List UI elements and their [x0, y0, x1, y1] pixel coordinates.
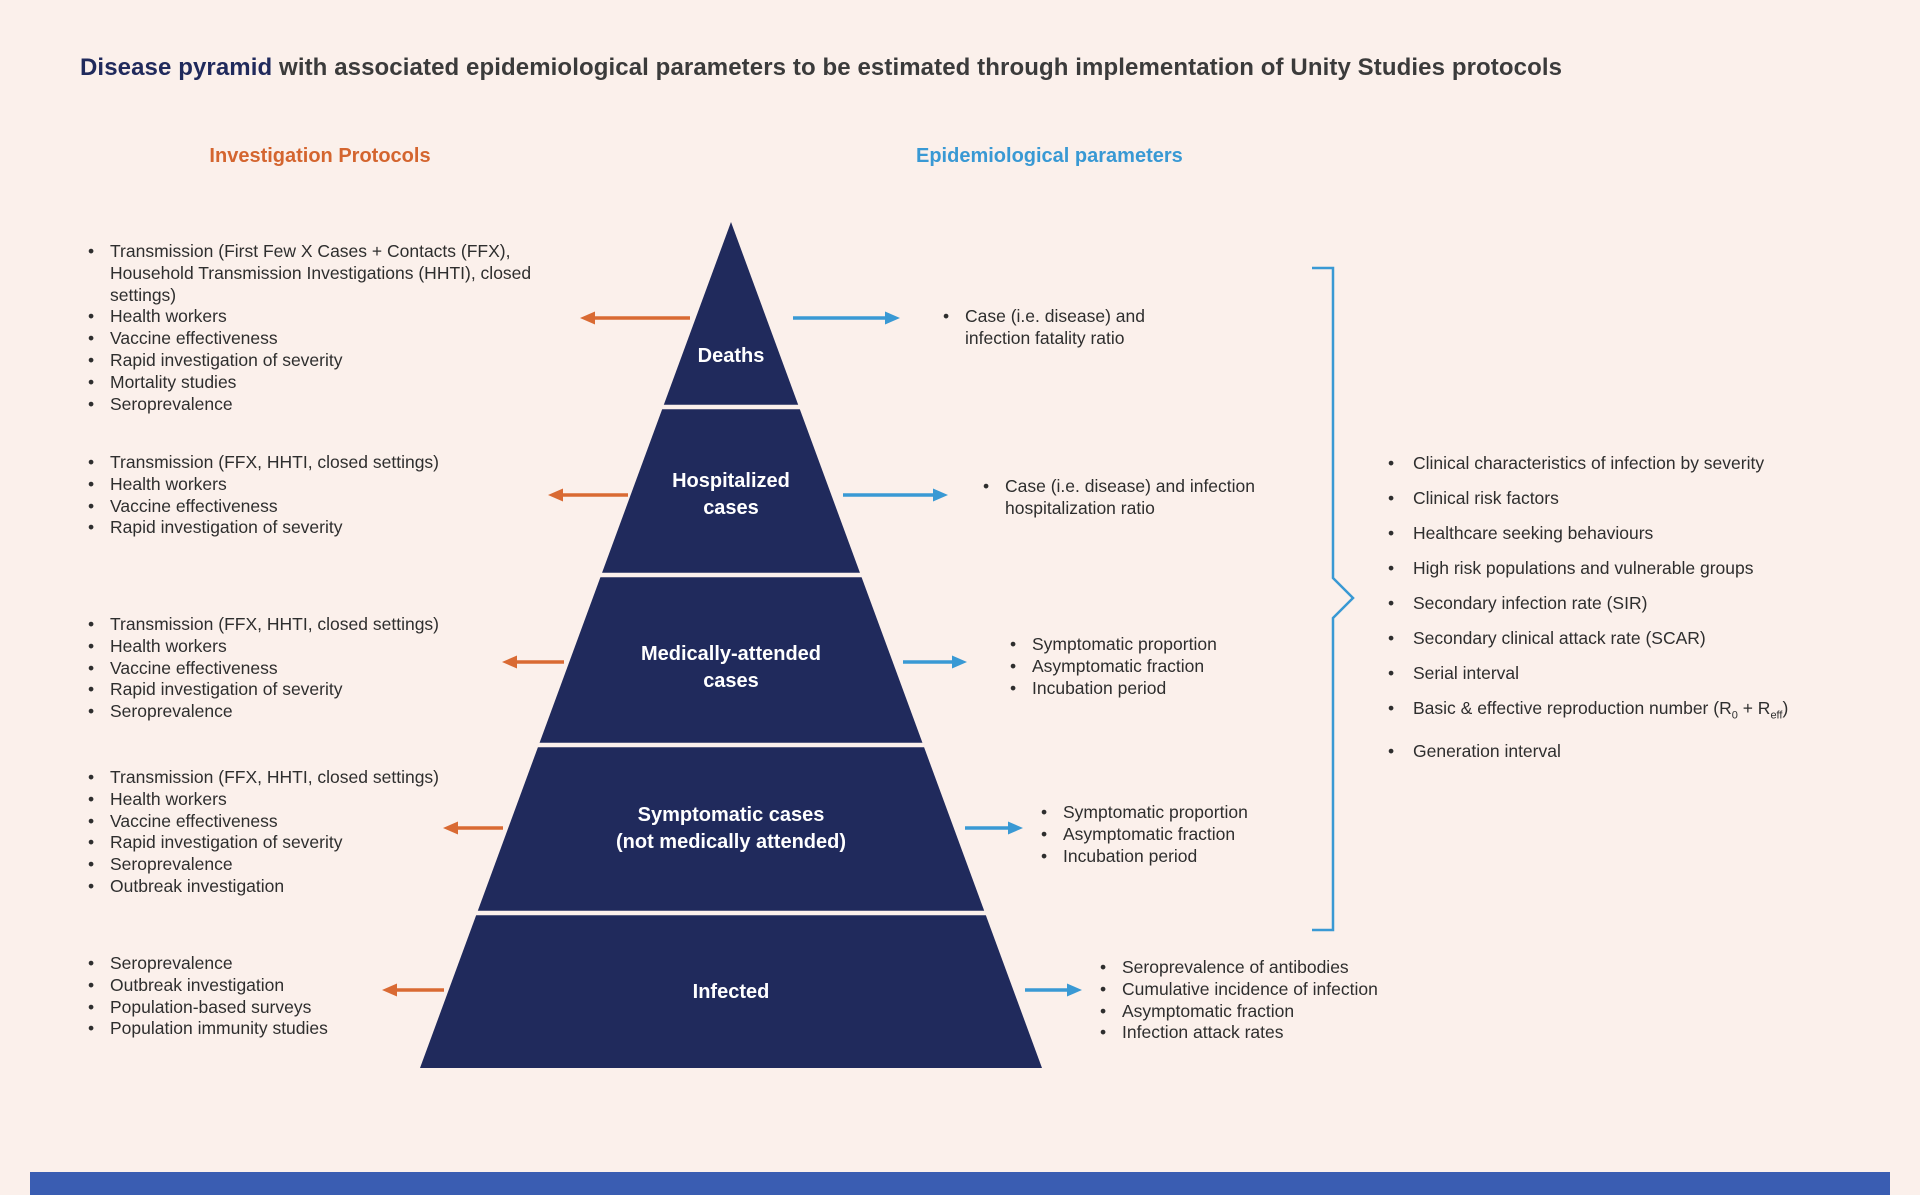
list-item: Rapid investigation of severity [88, 350, 555, 372]
r-number-text: ) [1782, 698, 1789, 718]
level-label-line: Symptomatic cases [637, 804, 825, 826]
r-number-sub0: 0 [1731, 709, 1738, 722]
pyramid-level-label-hospitalized: Hospitalized cases [531, 468, 931, 522]
level-label-line: (not medically attended) [615, 831, 847, 853]
list-item: Outbreak investigation [88, 876, 555, 898]
list-item: Rapid investigation of severity [88, 679, 555, 701]
pyramid-shape [420, 222, 1042, 1068]
parameters-list-deaths: Case (i.e. disease) and infection fatali… [943, 306, 1197, 350]
level-label-line: cases [703, 670, 759, 692]
list-item: Health workers [88, 474, 555, 496]
blue-arrow-right-icon-hospitalized [843, 488, 948, 502]
list-item: Transmission (First Few X Cases + Contac… [88, 241, 555, 306]
list-item: Secondary infection rate (SIR) [1388, 586, 1913, 621]
protocols-list-deaths: Transmission (First Few X Cases + Contac… [88, 241, 555, 416]
footer-accent-bar [30, 1172, 1890, 1195]
investigation-protocols-header: Investigation Protocols [209, 145, 431, 167]
parameters-list-symptomatic: Symptomatic proportion Asymptomatic frac… [1041, 802, 1363, 868]
list-item: Case (i.e. disease) and infection hospit… [983, 476, 1273, 520]
list-item: Seroprevalence [88, 394, 555, 416]
list-item: Seroprevalence [88, 854, 555, 876]
blue-arrow-right-icon-symptomatic [965, 821, 1023, 835]
list-item: Transmission (FFX, HHTI, closed settings… [88, 614, 555, 636]
r-number-subeff: eff [1770, 709, 1783, 722]
list-item: Asymptomatic fraction [1010, 656, 1332, 678]
protocols-list-infected: Seroprevalence Outbreak investigation Po… [88, 953, 555, 1040]
list-item: Symptomatic proportion [1041, 802, 1363, 824]
list-item: Population immunity studies [88, 1018, 555, 1040]
list-item: Mortality studies [88, 372, 555, 394]
list-item: Cumulative incidence of infection [1100, 979, 1452, 1001]
orange-arrow-left-icon-hospitalized [548, 488, 628, 502]
blue-arrow-right-icon-infected [1025, 983, 1082, 997]
list-item: Rapid investigation of severity [88, 832, 555, 854]
r-number-text: Basic & effective reproduction number (R [1413, 698, 1732, 718]
braced-parameters-list: Clinical characteristics of infection by… [1388, 446, 1913, 769]
list-item: Case (i.e. disease) and infection fatali… [943, 306, 1197, 350]
level-label-line: Medically-attended [640, 643, 822, 665]
list-item: Vaccine effectiveness [88, 658, 555, 680]
blue-arrow-right-icon-medically-attended [903, 655, 967, 669]
orange-arrow-left-icon-deaths [580, 311, 690, 325]
page-title: Disease pyramid with associated epidemio… [80, 54, 1562, 82]
list-item: Health workers [88, 789, 555, 811]
list-item: Infection attack rates [1100, 1022, 1452, 1044]
list-item: Asymptomatic fraction [1100, 1001, 1452, 1023]
list-item: Health workers [88, 306, 555, 328]
level-dividers [472, 404, 990, 916]
list-item: Incubation period [1010, 678, 1332, 700]
title-highlight: Disease pyramid [80, 54, 273, 81]
parameters-list-infected: Seroprevalence of antibodies Cumulative … [1100, 957, 1452, 1044]
protocols-list-medically-attended: Transmission (FFX, HHTI, closed settings… [88, 614, 555, 723]
title-rest: with associated epidemiological paramete… [272, 54, 1563, 81]
list-item: Clinical risk factors [1388, 481, 1913, 516]
blue-arrow-right-icon-deaths [793, 311, 900, 325]
list-item: Serial interval [1388, 656, 1913, 691]
epidemiological-parameters-header: Epidemiological parameters [916, 145, 1183, 167]
protocols-list-symptomatic: Transmission (FFX, HHTI, closed settings… [88, 767, 555, 898]
level-label-line: cases [703, 497, 759, 519]
list-item: Rapid investigation of severity [88, 517, 555, 539]
list-item: Seroprevalence [88, 953, 555, 975]
pyramid-level-label-symptomatic: Symptomatic cases (not medically attende… [531, 802, 931, 856]
brace-icon [1312, 266, 1355, 932]
list-item: Vaccine effectiveness [88, 328, 555, 350]
list-item: Transmission (FFX, HHTI, closed settings… [88, 452, 555, 474]
list-item: Health workers [88, 636, 555, 658]
list-item: Symptomatic proportion [1010, 634, 1332, 656]
r-number-text: + R [1737, 698, 1771, 718]
list-item: Clinical characteristics of infection by… [1388, 446, 1913, 481]
blue-arrows [793, 311, 1082, 997]
list-item: Seroprevalence [88, 701, 555, 723]
list-item: Vaccine effectiveness [88, 811, 555, 833]
level-label-line: Infected [692, 981, 770, 1003]
protocols-list-hospitalized: Transmission (FFX, HHTI, closed settings… [88, 452, 555, 539]
level-label-line: Deaths [697, 345, 765, 367]
parameters-list-medically-attended: Symptomatic proportion Asymptomatic frac… [1010, 634, 1332, 700]
pyramid-level-label-infected: Infected [531, 980, 931, 1005]
list-item: Outbreak investigation [88, 975, 555, 997]
list-item: Transmission (FFX, HHTI, closed settings… [88, 767, 555, 789]
pyramid-level-label-medically-attended: Medically-attended cases [531, 641, 931, 695]
list-item: Secondary clinical attack rate (SCAR) [1388, 621, 1913, 656]
list-item: Vaccine effectiveness [88, 496, 555, 518]
list-item-reproduction-number: Basic & effective reproduction number (R… [1388, 691, 1913, 734]
level-label-line: Hospitalized [672, 470, 790, 492]
list-item: Healthcare seeking behaviours [1388, 516, 1913, 551]
parameters-list-hospitalized: Case (i.e. disease) and infection hospit… [983, 476, 1273, 520]
pyramid-level-label-deaths: Deaths [531, 344, 931, 369]
list-item: High risk populations and vulnerable gro… [1388, 551, 1913, 586]
list-item: Incubation period [1041, 846, 1363, 868]
list-item: Seroprevalence of antibodies [1100, 957, 1452, 979]
list-item: Population-based surveys [88, 997, 555, 1019]
list-item: Asymptomatic fraction [1041, 824, 1363, 846]
list-item: Generation interval [1388, 734, 1913, 769]
